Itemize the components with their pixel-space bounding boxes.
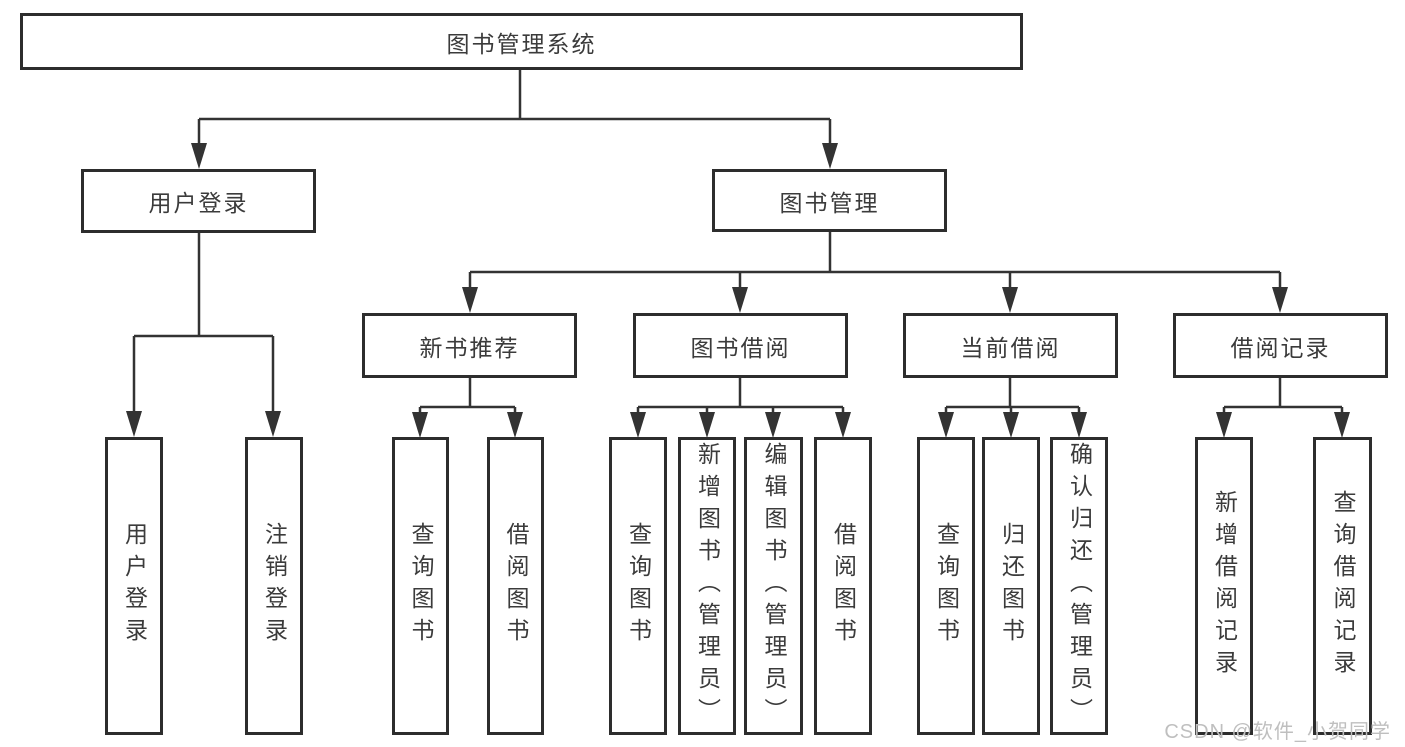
node-label: 图书管理系统 [446, 30, 597, 57]
arrowhead-icon [835, 412, 851, 438]
arrowhead-icon [1216, 412, 1232, 438]
leaf-label: 归还图书 [998, 522, 1025, 650]
leaf-query-book-current: 查询图书 [917, 437, 975, 735]
leaf-query-book-borrow: 查询图书 [609, 437, 667, 735]
leaf-label: 借阅图书 [503, 522, 529, 650]
leaf-label: 用户登录 [121, 522, 148, 650]
node-label: 当前借阅 [960, 334, 1061, 361]
connector-bookmgmt-to-level2 [468, 232, 1282, 291]
arrowhead-icon [1334, 412, 1350, 438]
leaf-label: 借阅图书 [830, 522, 857, 650]
leaf-label: 确认归还（管理员） [1066, 442, 1093, 730]
leaf-logout-login: 注销登录 [245, 437, 303, 735]
node-label: 用户登录 [148, 190, 249, 216]
arrowheads [126, 143, 1350, 438]
leaf-label: 查询图书 [933, 522, 960, 650]
connector-records-to-leaves [1222, 378, 1344, 415]
arrowhead-icon [732, 287, 748, 313]
leaf-label: 查询图书 [408, 522, 434, 650]
leaf-label: 注销登录 [261, 522, 288, 650]
arrowhead-icon [699, 412, 715, 438]
leaf-query-borrow-record: 查询借阅记录 [1313, 437, 1372, 735]
leaf-add-book-admin: 新增图书（管理员） [678, 437, 736, 735]
node-new-book-recommend: 新书推荐 [362, 313, 577, 378]
node-book-management: 图书管理 [712, 169, 947, 232]
node-user-login: 用户登录 [81, 169, 316, 233]
arrowhead-icon [630, 412, 646, 438]
node-borrow-records: 借阅记录 [1173, 313, 1388, 378]
arrowhead-icon [191, 143, 207, 169]
arrowhead-icon [938, 412, 954, 438]
connector-root-to-level1 [197, 69, 832, 147]
connector-current-to-leaves [944, 378, 1081, 415]
connector-newbook-to-leaves [418, 378, 517, 415]
arrowhead-icon [822, 143, 838, 169]
node-label: 新书推荐 [419, 334, 520, 361]
arrowhead-icon [462, 287, 478, 313]
arrowhead-icon [1003, 412, 1019, 438]
node-current-borrow: 当前借阅 [903, 313, 1118, 378]
arrowhead-icon [412, 412, 428, 438]
arrowhead-icon [1002, 287, 1018, 313]
connector-userlogin-to-leaves [132, 233, 275, 415]
node-library-management-system: 图书管理系统 [20, 13, 1023, 70]
arrowhead-icon [765, 412, 781, 438]
leaf-borrow-book: 借阅图书 [814, 437, 872, 735]
arrowhead-icon [507, 412, 523, 438]
leaf-return-book: 归还图书 [982, 437, 1040, 735]
node-label: 图书借阅 [690, 334, 791, 361]
leaf-label: 查询图书 [625, 522, 652, 650]
leaf-label: 新增借阅记录 [1211, 490, 1238, 682]
connector-borrow-to-leaves [636, 378, 845, 415]
node-label: 借阅记录 [1230, 334, 1331, 361]
watermark: CSDN @软件_小贺同学 [1164, 721, 1391, 743]
arrowhead-icon [126, 411, 142, 437]
leaf-confirm-return-admin: 确认归还（管理员） [1050, 437, 1108, 735]
leaf-label: 查询借阅记录 [1330, 490, 1356, 682]
leaf-user-login: 用户登录 [105, 437, 163, 735]
leaf-label: 新增图书（管理员） [694, 442, 721, 730]
leaf-borrow-book-recommend: 借阅图书 [487, 437, 544, 735]
connector-shafts [132, 69, 1344, 415]
leaf-label: 编辑图书（管理员） [761, 442, 787, 730]
leaf-edit-book-admin: 编辑图书（管理员） [744, 437, 803, 735]
node-label: 图书管理 [779, 189, 880, 216]
arrowhead-icon [265, 411, 281, 437]
leaf-add-borrow-record: 新增借阅记录 [1195, 437, 1253, 735]
node-book-borrow: 图书借阅 [633, 313, 848, 378]
leaf-query-book-recommend: 查询图书 [392, 437, 449, 735]
arrowhead-icon [1071, 412, 1087, 438]
arrowhead-icon [1272, 287, 1288, 313]
